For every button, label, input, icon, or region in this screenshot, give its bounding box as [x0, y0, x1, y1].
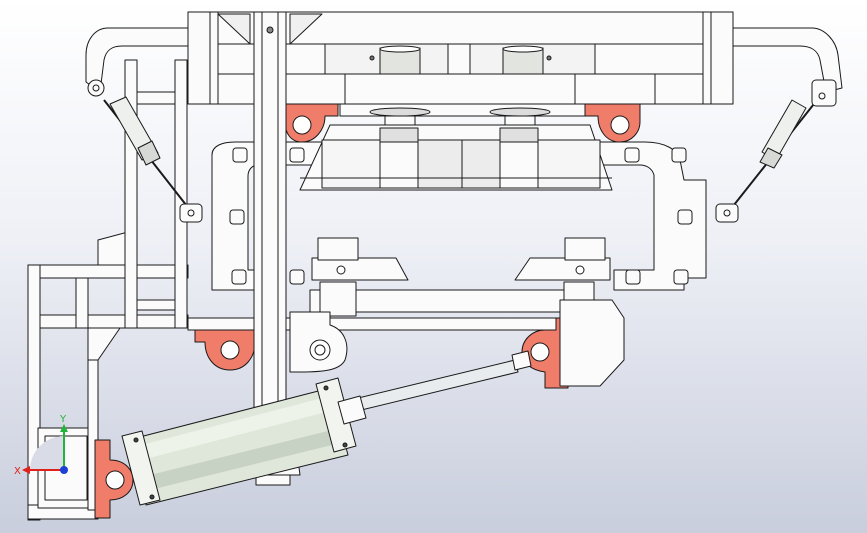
coordinate-triad-icon — [22, 424, 68, 474]
top-frame — [85, 11, 843, 105]
mount-brackets — [94, 103, 641, 519]
tooling-block — [299, 124, 613, 191]
axis-x-label: X — [14, 466, 21, 477]
main-pneumatic-cylinder — [121, 350, 532, 506]
right-small-cylinder — [715, 79, 837, 223]
left-support-stand — [27, 59, 189, 521]
left-small-cylinder — [87, 79, 203, 223]
axis-y-label: Y — [59, 414, 67, 425]
lower-crossbar — [187, 237, 625, 387]
linear-rail — [339, 103, 586, 127]
